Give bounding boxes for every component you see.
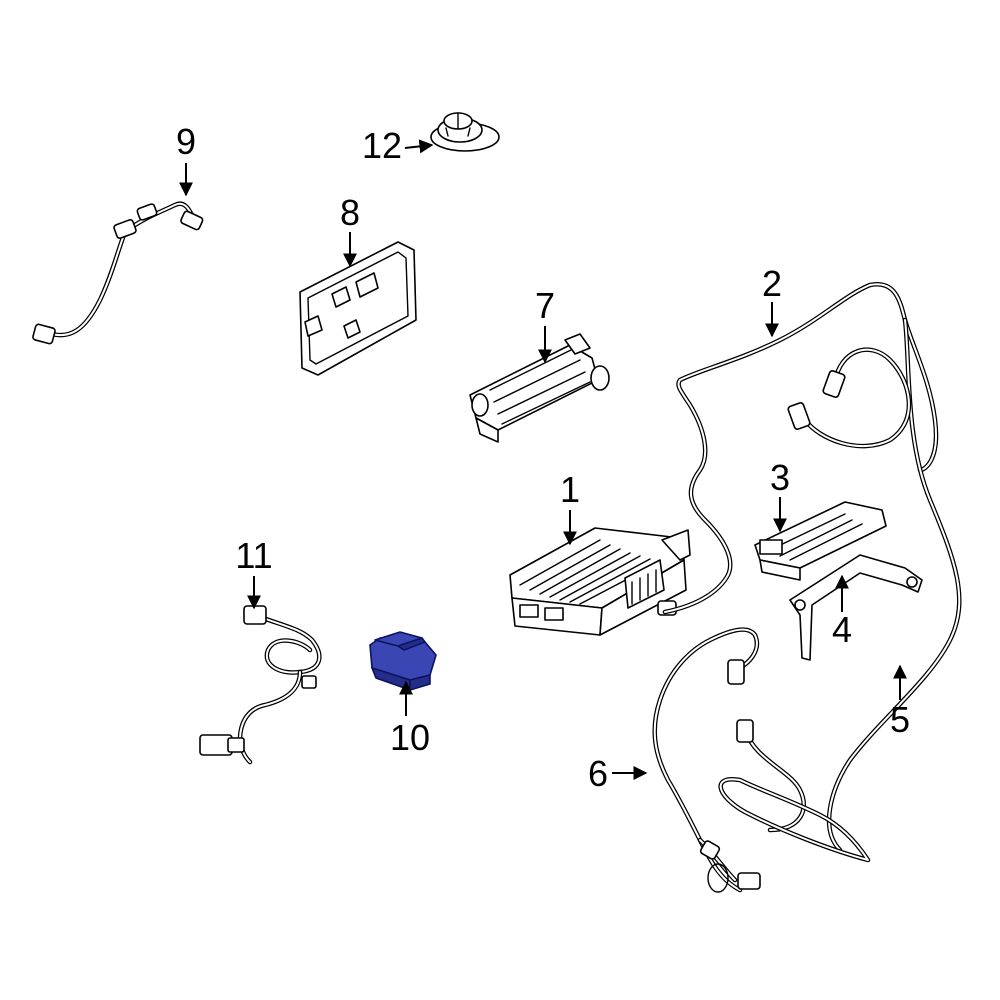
part-6-wire-harness[interactable] [652,627,871,893]
part-1-module[interactable] [509,527,691,636]
part-9-wire-harness[interactable] [32,201,204,345]
callout-8: 8 [340,192,360,233]
part-8-tray[interactable] [299,241,417,376]
callout-6: 6 [588,753,608,794]
callout-4: 4 [832,609,852,650]
callout-leaders [179,139,907,780]
callout-labels: 9 12 8 7 2 1 3 4 5 6 10 11 [176,121,910,794]
part-4-bracket[interactable] [789,554,923,661]
callout-5: 5 [890,699,910,740]
part-11-wire-harness[interactable] [199,605,322,765]
part-2-antenna-cable[interactable] [662,281,962,853]
callout-10: 10 [390,717,430,758]
callout-12: 12 [362,125,402,166]
callout-3: 3 [770,457,790,498]
part-7-connector-block[interactable] [469,333,610,443]
callout-9: 9 [176,121,196,162]
part-3-module[interactable] [754,501,887,581]
part-12-grommet[interactable] [430,112,500,152]
part-10-highlighted-module[interactable] [369,631,437,691]
callout-2: 2 [762,263,782,304]
callout-11: 11 [235,535,272,576]
callout-1: 1 [560,469,580,510]
callout-7: 7 [535,285,555,326]
